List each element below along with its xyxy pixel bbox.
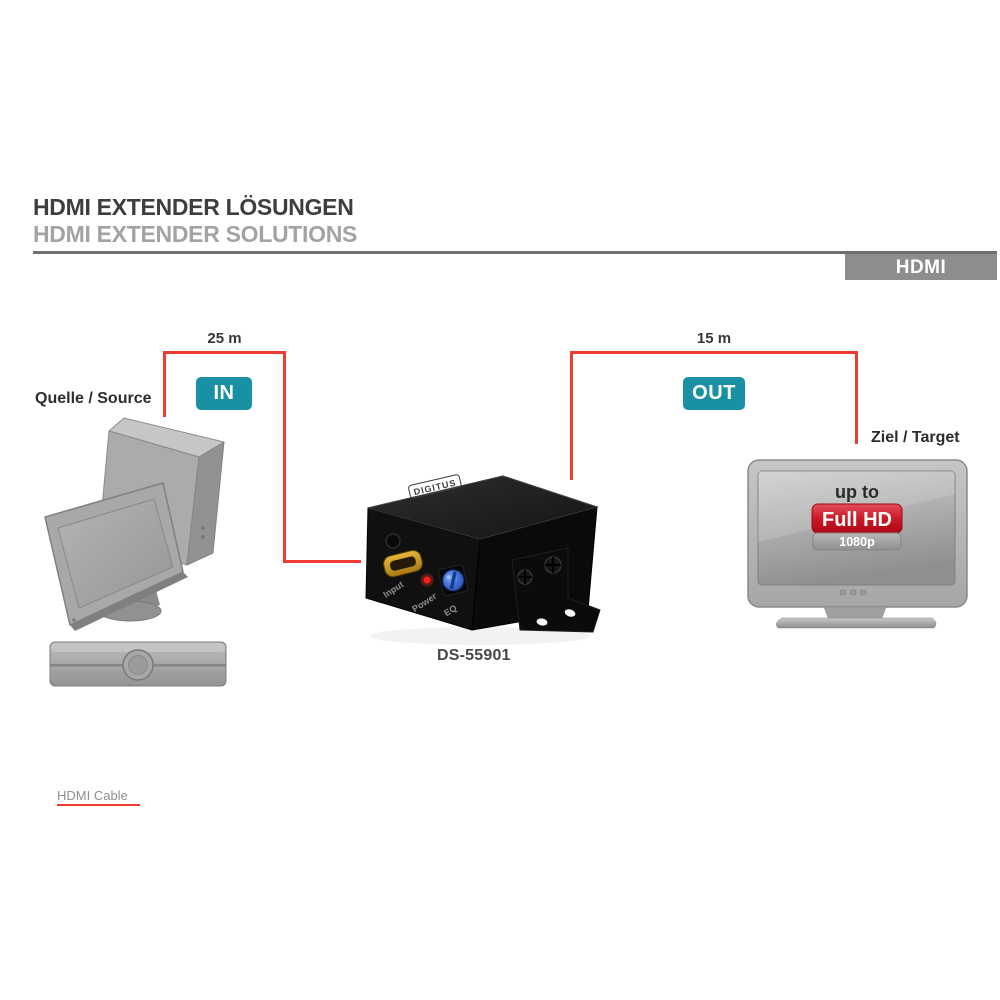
- tower-button-icon: [200, 534, 206, 540]
- bracket-hole-icon: [564, 609, 576, 617]
- svg-text:Full HD: Full HD: [822, 509, 892, 531]
- cable-line-in-bottom: [283, 560, 361, 563]
- tower-button-icon: [200, 525, 206, 531]
- front-screw-icon: [385, 533, 401, 549]
- bracket-hole-icon: [536, 618, 548, 626]
- hdmi-cable-legend: HDMI Cable: [57, 788, 128, 803]
- in-badge: IN: [196, 377, 252, 410]
- cable-line-in-right: [283, 351, 286, 563]
- extender-box: DIGITUS Input Power EQ: [365, 474, 601, 633]
- tv-illustration: up to Full HD 1080p: [747, 459, 968, 629]
- out-badge: OUT: [683, 377, 745, 410]
- monitor: [44, 482, 188, 631]
- section-rule: [33, 251, 997, 254]
- cable-line-out-left: [570, 351, 573, 480]
- cable-line-out-top: [570, 351, 858, 354]
- media-player: [49, 641, 227, 687]
- target-label: Ziel / Target: [871, 429, 960, 446]
- svg-text:1080p: 1080p: [839, 535, 875, 549]
- distance-label-in: 25 m: [207, 330, 242, 347]
- eq-dial: [438, 564, 469, 597]
- cable-line-in-top: [163, 351, 286, 354]
- mounting-bracket: [511, 547, 601, 633]
- source-label: Quelle / Source: [35, 390, 152, 407]
- device-model-label: DS-55901: [437, 647, 511, 664]
- hdmi-category-badge: HDMI: [845, 254, 997, 280]
- cable-line-out-right: [855, 351, 858, 444]
- monitor-screen: [57, 498, 174, 609]
- resolution-badge: [812, 532, 902, 551]
- device-shadow: [370, 627, 590, 645]
- hdmi-cable-legend-underline: [57, 804, 140, 806]
- source-computer-illustration: [44, 417, 227, 687]
- title-english: HDMI EXTENDER SOLUTIONS: [33, 221, 358, 247]
- up-to-text: up to: [835, 482, 879, 502]
- tv-body: up to Full HD 1080p: [747, 459, 968, 608]
- hdmi-input-port: [383, 550, 423, 578]
- cable-line-in-left: [163, 351, 166, 417]
- tv-stand: [775, 606, 937, 629]
- power-led-icon: [423, 576, 431, 584]
- distance-label-out: 15 m: [696, 330, 732, 347]
- monitor-power-icon: [72, 618, 76, 622]
- extender-device-illustration: DIGITUS Input Power EQ: [365, 474, 601, 645]
- tv-buttons: [839, 589, 867, 596]
- title-german: HDMI EXTENDER LÖSUNGEN: [33, 194, 354, 220]
